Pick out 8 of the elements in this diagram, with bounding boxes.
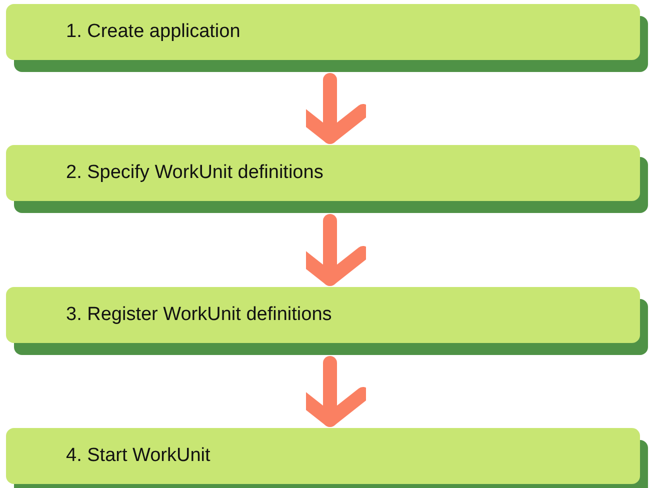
step-label: 4. Start WorkUnit <box>66 444 210 468</box>
step-box <box>6 428 640 484</box>
step-label: 1. Create application <box>66 20 240 44</box>
step-box <box>6 4 640 60</box>
step-label: 3. Register WorkUnit definitions <box>66 302 332 327</box>
step-box <box>6 145 640 201</box>
step-label: 2. Specify WorkUnit definitions <box>66 160 324 185</box>
step-box <box>6 287 640 343</box>
